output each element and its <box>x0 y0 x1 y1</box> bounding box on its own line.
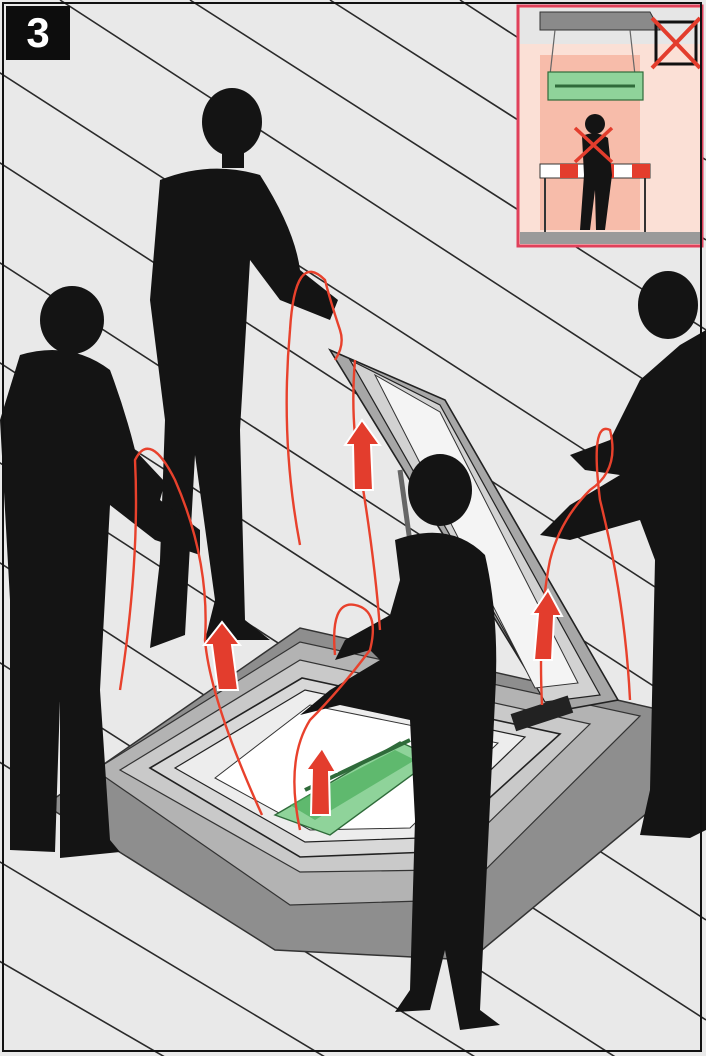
safety-inset <box>518 6 702 246</box>
step-number-badge: 3 <box>6 6 70 60</box>
